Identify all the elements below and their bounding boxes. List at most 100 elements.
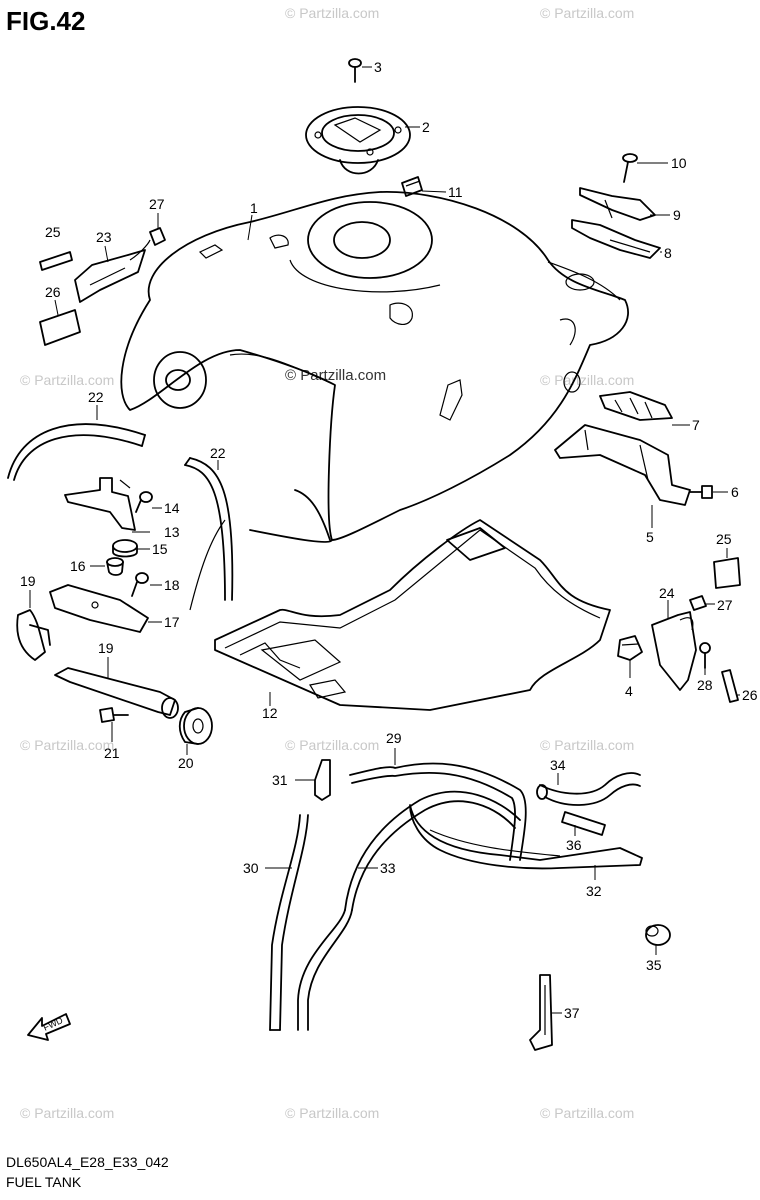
- hose-part: [7, 423, 146, 481]
- watermark-text: © Partzilla.com: [20, 737, 114, 753]
- stay-rod-part: [54, 667, 179, 719]
- hose-part: [184, 457, 234, 601]
- callout-number: 32: [586, 883, 602, 899]
- callout-number: 28: [697, 677, 713, 693]
- hose-part: [297, 790, 521, 1031]
- bolt-part: [699, 642, 711, 669]
- leader-line: [421, 190, 447, 193]
- callout-number: 20: [178, 755, 194, 771]
- callout-number: 2: [422, 119, 430, 135]
- watermark-text: © Partzilla.com: [285, 367, 386, 384]
- callout-number: 11: [448, 184, 463, 200]
- cover-part: [651, 611, 697, 691]
- watermark-text: © Partzilla.com: [285, 5, 379, 21]
- hose-part: [349, 762, 527, 861]
- callout-number: 7: [692, 417, 700, 433]
- callout-number: 8: [664, 245, 672, 261]
- callout-number: 19: [98, 640, 114, 656]
- callout-number: 10: [671, 155, 687, 171]
- bolt-part: [689, 485, 713, 499]
- bolt-part: [348, 58, 362, 83]
- fuel-tank-part: [120, 191, 629, 543]
- label-part: [39, 251, 73, 271]
- spacer-part: [16, 609, 51, 661]
- callout-number: 26: [45, 284, 61, 300]
- watermark-text: © Partzilla.com: [540, 5, 634, 21]
- label-part: [721, 669, 739, 703]
- callout-number: 17: [164, 614, 180, 630]
- cap-part: [645, 924, 671, 946]
- callout-number: 16: [70, 558, 86, 574]
- callout-number: 5: [646, 529, 654, 545]
- leader-line: [54, 299, 59, 316]
- callout-number: 34: [550, 757, 566, 773]
- damper-part: [178, 707, 213, 745]
- holder-part: [529, 974, 553, 1051]
- diagram-name: FUEL TANK: [6, 1174, 82, 1190]
- watermarks: © Partzilla.com © Partzilla.com © Partzi…: [20, 5, 634, 1121]
- leader-line: [104, 245, 109, 263]
- watermark-text: © Partzilla.com: [540, 1105, 634, 1121]
- plate-part: [571, 219, 661, 259]
- watermark-text: © Partzilla.com: [285, 1105, 379, 1121]
- watermark-text: © Partzilla.com: [20, 372, 114, 388]
- bracket-part: [554, 424, 691, 506]
- callout-number: 14: [164, 500, 180, 516]
- stay-part: [64, 477, 136, 531]
- callout-number: 25: [45, 224, 61, 240]
- protector-part: [561, 811, 606, 836]
- bolt-part: [135, 491, 153, 513]
- callout-number: 22: [210, 445, 226, 461]
- damper-part: [617, 635, 643, 661]
- cushion-part: [401, 176, 423, 197]
- figure-number: FIG.42: [6, 6, 86, 36]
- label-part: [713, 557, 741, 589]
- callout-number: 27: [149, 196, 165, 212]
- bracket-part: [74, 239, 151, 303]
- callout-number: 25: [716, 531, 732, 547]
- callout-number: 21: [104, 745, 120, 761]
- callout-number: 24: [659, 585, 675, 601]
- cap-part: [689, 595, 707, 611]
- callout-number: 22: [88, 389, 104, 405]
- hose-part: [536, 772, 641, 806]
- cushion-part: [189, 519, 611, 711]
- grommet-part: [112, 539, 138, 558]
- callout-number: 30: [243, 860, 259, 876]
- watermark-text: © Partzilla.com: [285, 737, 379, 753]
- watermark-text: © Partzilla.com: [540, 372, 634, 388]
- callout-number: 3: [374, 59, 382, 75]
- callout-number: 37: [564, 1005, 580, 1021]
- callout-number: 13: [164, 524, 180, 540]
- callout-number: 27: [717, 597, 733, 613]
- bracket-part: [579, 187, 656, 221]
- callouts: 1 2 3 4 5 6 7 8 9 10 11 12 13 14 15 16 1…: [20, 59, 758, 1021]
- hose-part: [269, 814, 309, 1031]
- callout-number: 33: [380, 860, 396, 876]
- callout-number: 29: [386, 730, 402, 746]
- bolt-part: [622, 153, 638, 183]
- bolt-part: [131, 572, 149, 597]
- watermark-text: © Partzilla.com: [20, 1105, 114, 1121]
- plate-part: [49, 584, 149, 633]
- callout-number: 6: [731, 484, 739, 500]
- callout-number: 35: [646, 957, 662, 973]
- callout-number: 1: [250, 200, 258, 216]
- callout-number: 18: [164, 577, 180, 593]
- cap-part: [149, 227, 166, 246]
- pipe-part: [409, 804, 643, 870]
- fuel-cap-part: [305, 106, 411, 175]
- callout-number: 26: [742, 687, 758, 703]
- callout-number: 31: [272, 772, 288, 788]
- callout-number: 36: [566, 837, 582, 853]
- callout-number: 23: [96, 229, 112, 245]
- callout-number: 19: [20, 573, 36, 589]
- callout-number: 9: [673, 207, 681, 223]
- bolt-part: [99, 707, 129, 723]
- label-part: [39, 309, 81, 346]
- callout-number: 15: [152, 541, 168, 557]
- callout-number: 12: [262, 705, 278, 721]
- leader-line: [247, 214, 253, 241]
- diagram-code: DL650AL4_E28_E33_042: [6, 1154, 169, 1170]
